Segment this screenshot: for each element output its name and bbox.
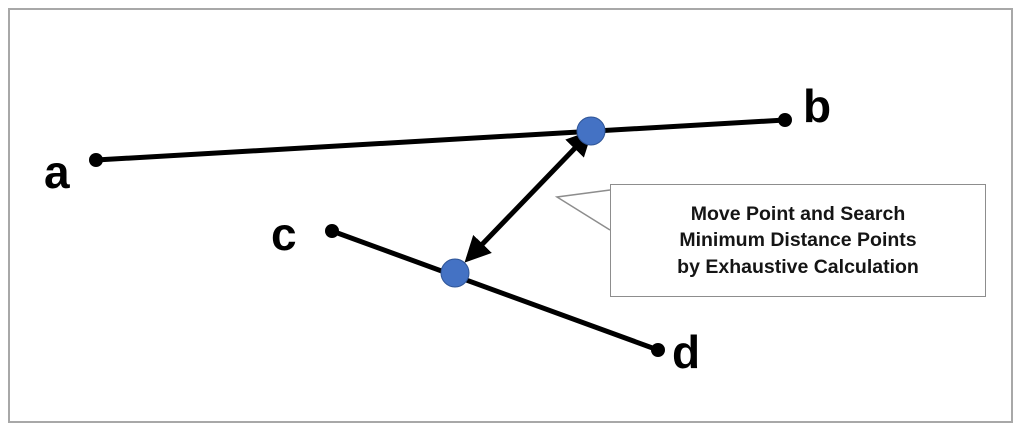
callout-tail <box>554 189 611 231</box>
moving-point-on-cd[interactable] <box>440 258 470 288</box>
vertex-label-a: a <box>44 146 70 198</box>
callout-text: Move Point and Search Minimum Distance P… <box>677 203 919 278</box>
vertex-label-c: c <box>271 208 297 260</box>
segment-cd <box>329 228 661 353</box>
minimum-distance-arrow <box>464 129 593 263</box>
vertex-label-d: d <box>672 326 701 378</box>
vertex-marker-a <box>89 153 103 167</box>
vertex-label-b: b <box>803 80 832 132</box>
moving-point-on-ab[interactable] <box>576 116 606 146</box>
callout-box: Move Point and Search Minimum Distance P… <box>610 184 986 297</box>
vertex-marker-d <box>651 343 665 357</box>
vertex-marker-c <box>325 224 339 238</box>
segment-ab <box>93 117 788 163</box>
vertex-marker-b <box>778 113 792 127</box>
